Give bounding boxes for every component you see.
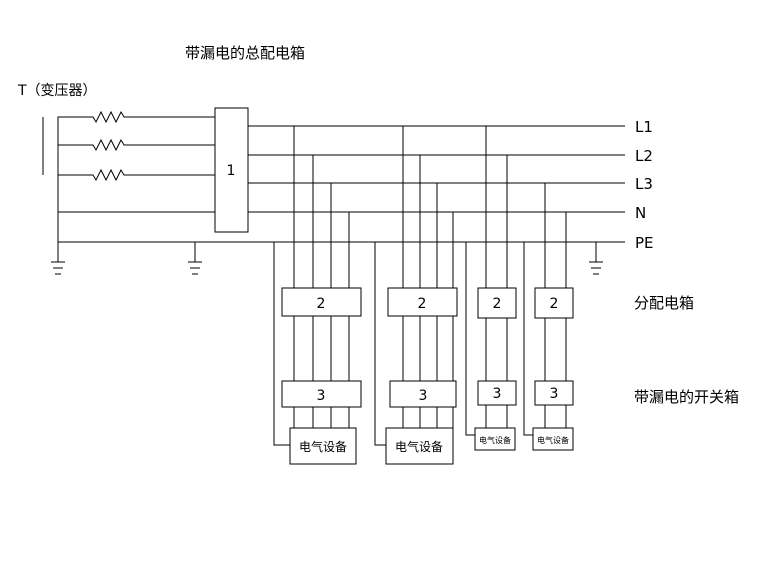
distribution-box-3 xyxy=(477,287,517,319)
bus-lines xyxy=(58,125,625,243)
line-label-l3: L3 xyxy=(635,175,653,193)
equipment-1-label: 电气设备 xyxy=(299,439,347,454)
equipment-box-4 xyxy=(532,427,574,451)
line-label-pe: PE xyxy=(635,234,654,252)
switch-box-3-label: 3 xyxy=(493,386,502,402)
equipment-box-1 xyxy=(289,427,357,465)
switch-box-3 xyxy=(477,380,517,406)
distribution-box-1-label: 2 xyxy=(317,296,326,312)
line-label-l1: L1 xyxy=(635,118,653,136)
switch-caption: 带漏电的开关箱 xyxy=(634,388,739,406)
equipment-4-label: 电气设备 xyxy=(537,435,569,445)
equipment-box-2 xyxy=(385,427,454,465)
main-box-label: 1 xyxy=(227,163,236,179)
switch-box-2 xyxy=(389,380,457,408)
switch-box-4-label: 3 xyxy=(550,386,559,402)
switch-box-1 xyxy=(281,380,362,408)
transformer-label: T（变压器） xyxy=(17,83,97,99)
branch-3 xyxy=(465,126,508,436)
equipment-3-label: 电气设备 xyxy=(479,435,511,445)
equipment-box-3 xyxy=(474,427,516,451)
switch-box-1-label: 3 xyxy=(317,388,326,404)
ground-symbol-end xyxy=(589,242,603,275)
line-label-n: N xyxy=(635,204,646,222)
branch-2 xyxy=(374,126,454,446)
diagram-title: 带漏电的总配电箱 xyxy=(185,44,305,62)
distribution-box-4-label: 2 xyxy=(550,296,559,312)
branch-1 xyxy=(273,126,350,446)
distribution-caption: 分配电箱 xyxy=(634,294,694,312)
distribution-box-4 xyxy=(534,287,574,319)
distribution-box-3-label: 2 xyxy=(493,296,502,312)
branch-4 xyxy=(523,183,567,436)
line-label-l2: L2 xyxy=(635,147,653,165)
transformer-windings xyxy=(57,110,215,242)
distribution-box-1 xyxy=(281,287,362,317)
equipment-2-label: 电气设备 xyxy=(395,439,443,454)
switch-box-4 xyxy=(534,380,574,406)
switch-box-2-label: 3 xyxy=(419,388,428,404)
ground-symbol-transformer xyxy=(51,242,65,275)
distribution-box-2 xyxy=(387,287,458,317)
main-distribution-box xyxy=(214,107,249,233)
distribution-box-2-label: 2 xyxy=(418,296,427,312)
ground-symbol-main-box xyxy=(188,242,202,275)
